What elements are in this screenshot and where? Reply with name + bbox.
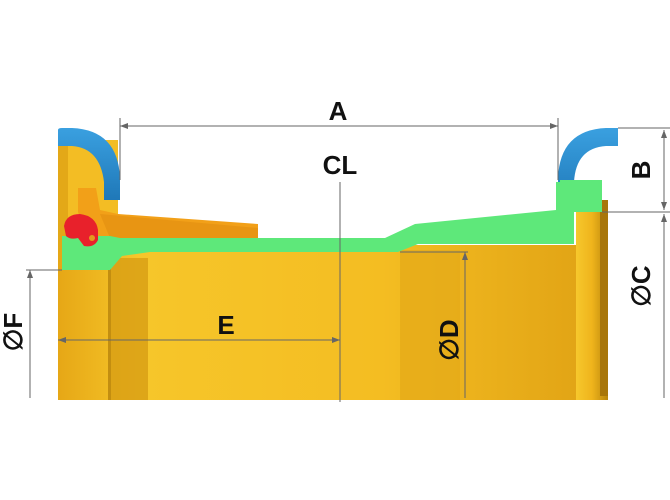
green-lining	[62, 182, 602, 270]
arrow-c-top	[661, 214, 667, 222]
label-f: ∅F	[0, 313, 28, 352]
spigot-shadow-band	[108, 258, 148, 400]
label-d: ∅D	[434, 319, 464, 360]
arrow-e-right	[332, 337, 340, 343]
label-e: E	[217, 310, 234, 340]
left-seal-cap	[58, 128, 120, 200]
dimension-arrows	[27, 123, 667, 343]
arrow-f-top	[27, 270, 33, 278]
label-cl: CL	[323, 150, 358, 180]
arrow-b-bottom	[661, 202, 667, 210]
transition-band	[400, 250, 460, 400]
label-b: B	[626, 161, 656, 180]
gland-wedge-lower	[100, 214, 258, 238]
label-c: ∅C	[626, 265, 656, 307]
spigot-edge-line	[108, 258, 111, 400]
socket-wall-right-edge	[600, 200, 608, 396]
gasket-highlight	[89, 235, 95, 241]
dimension-lines	[26, 118, 670, 402]
label-a: A	[329, 96, 348, 126]
arrow-e-left	[58, 337, 66, 343]
arrow-a-right	[550, 123, 558, 129]
socket-bell-left-shade	[58, 140, 68, 250]
arrow-b-top	[661, 130, 667, 138]
arrow-a-left	[120, 123, 128, 129]
green-lining-right-lip	[560, 180, 602, 212]
arrow-d-top	[462, 252, 468, 260]
